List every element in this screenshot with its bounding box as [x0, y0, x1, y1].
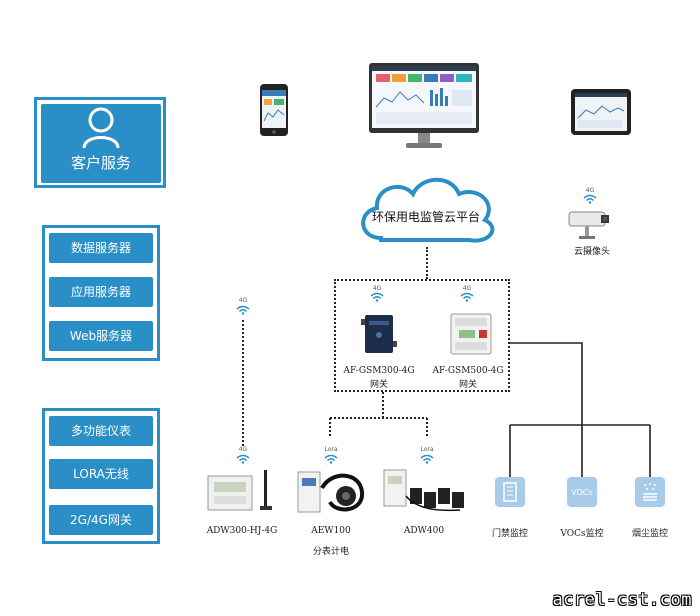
adw400-device-icon — [383, 469, 464, 512]
field-group-frame — [42, 408, 160, 544]
gateway2-device-icon — [450, 313, 492, 355]
gateway2-sublabel: 网关 — [458, 380, 477, 390]
access-control-label: 门禁监控 — [491, 529, 528, 539]
gateway2-label: AF-GSM500-4G — [432, 366, 504, 376]
cloud-link-line — [426, 247, 428, 279]
dust-sensor[interactable] — [635, 477, 665, 507]
meter-top-signal-label: 4G — [238, 297, 248, 304]
aew100-sublabel: 分表计电 — [312, 547, 349, 557]
wifi-icon — [460, 292, 474, 302]
gateway1-signal-label: 4G — [372, 285, 382, 292]
gateway1-label: AF-GSM300-4G — [343, 366, 415, 376]
customer-service-panel[interactable] — [41, 104, 161, 183]
meter-label: ADW300-HJ-4G — [206, 526, 278, 536]
aew100-signal-label: Lora — [324, 446, 338, 453]
camera-signal-label: 4G — [585, 187, 595, 194]
aew100-label: AEW100 — [311, 526, 351, 536]
wifi-icon — [370, 292, 384, 302]
gateway1-device-icon — [361, 315, 397, 353]
dust-label: 烟尘监控 — [631, 529, 668, 539]
aew100-device-icon — [297, 471, 364, 513]
vocs-icon-text: VOCs — [571, 487, 593, 497]
access-control-sensor[interactable] — [495, 477, 525, 507]
wifi-icon — [324, 454, 338, 464]
cloud-shape — [361, 177, 495, 243]
gateway1-sublabel: 网关 — [369, 380, 388, 390]
smoke-icon — [643, 483, 657, 501]
customer-service-frame — [34, 97, 166, 188]
phone-icon — [260, 84, 288, 136]
adw400-signal-label: Lora — [420, 446, 434, 453]
meter-signal-label: 4G — [238, 446, 248, 453]
meter-button[interactable]: 多功能仪表 — [49, 416, 153, 446]
cloud-label: 环保用电监管云平台 — [371, 210, 480, 224]
gateway2-signal-label: 4G — [462, 285, 472, 292]
adw400-label: ADW400 — [403, 526, 445, 536]
lora-button[interactable]: LORA无线 — [49, 459, 153, 489]
door-icon — [503, 482, 517, 502]
app-server-button[interactable]: 应用服务器 — [49, 277, 153, 307]
vocs-sensor[interactable]: VOCs — [567, 477, 597, 507]
vocs-label: VOCs监控 — [560, 529, 604, 539]
camera-icon — [568, 211, 609, 239]
tablet-icon — [571, 89, 631, 135]
meter-device-icon — [207, 470, 272, 511]
gateway-button[interactable]: 2G/4G网关 — [49, 505, 153, 535]
wifi-icon — [236, 305, 250, 315]
wifi-icon — [583, 194, 597, 204]
watermark: acrel-cst.com — [552, 590, 692, 610]
customer-service-label: 客户服务 — [70, 154, 131, 172]
data-server-button[interactable]: 数据服务器 — [49, 233, 153, 263]
camera-label: 云摄像头 — [573, 247, 610, 257]
server-group-frame — [42, 225, 160, 361]
web-server-button[interactable]: Web服务器 — [49, 321, 153, 351]
wifi-icon — [420, 454, 434, 464]
gateway-group-frame — [334, 279, 510, 392]
wifi-icon — [236, 454, 250, 464]
monitor-icon — [369, 63, 479, 148]
user-icon — [82, 107, 120, 149]
